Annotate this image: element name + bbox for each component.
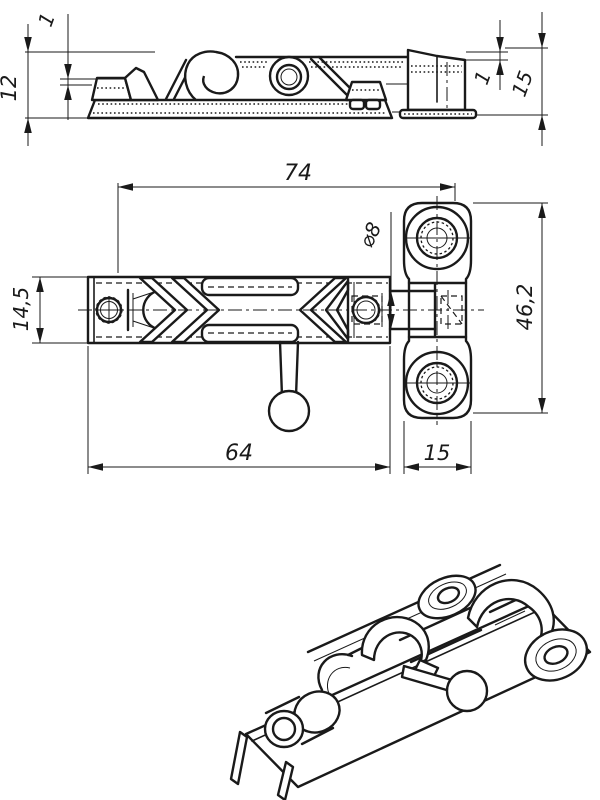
dim-keeper-width: 15 [424,441,451,465]
dim-side-height: 12 [0,75,21,102]
plan-view [78,196,484,433]
dimension-labels: 1 12 1 15 74 ⌀8 46,2 14,5 64 15 [0,10,538,466]
dim-overall-length: 74 [284,161,312,186]
dim-body-width: 14,5 [9,287,33,332]
side-view-dimensions [24,12,548,146]
dim-body-length: 64 [225,441,253,466]
dim-side-gap: 1 [33,10,60,30]
side-elevation-view [86,48,478,120]
plan-view-dimensions [32,183,548,474]
dim-keeper-gap: 1 [469,68,496,88]
dim-bolt-diameter: ⌀8 [354,218,386,251]
isometric-view [229,563,592,800]
dim-keeper-plate-length: 46,2 [513,284,537,331]
dim-keeper-height: 15 [507,68,538,100]
